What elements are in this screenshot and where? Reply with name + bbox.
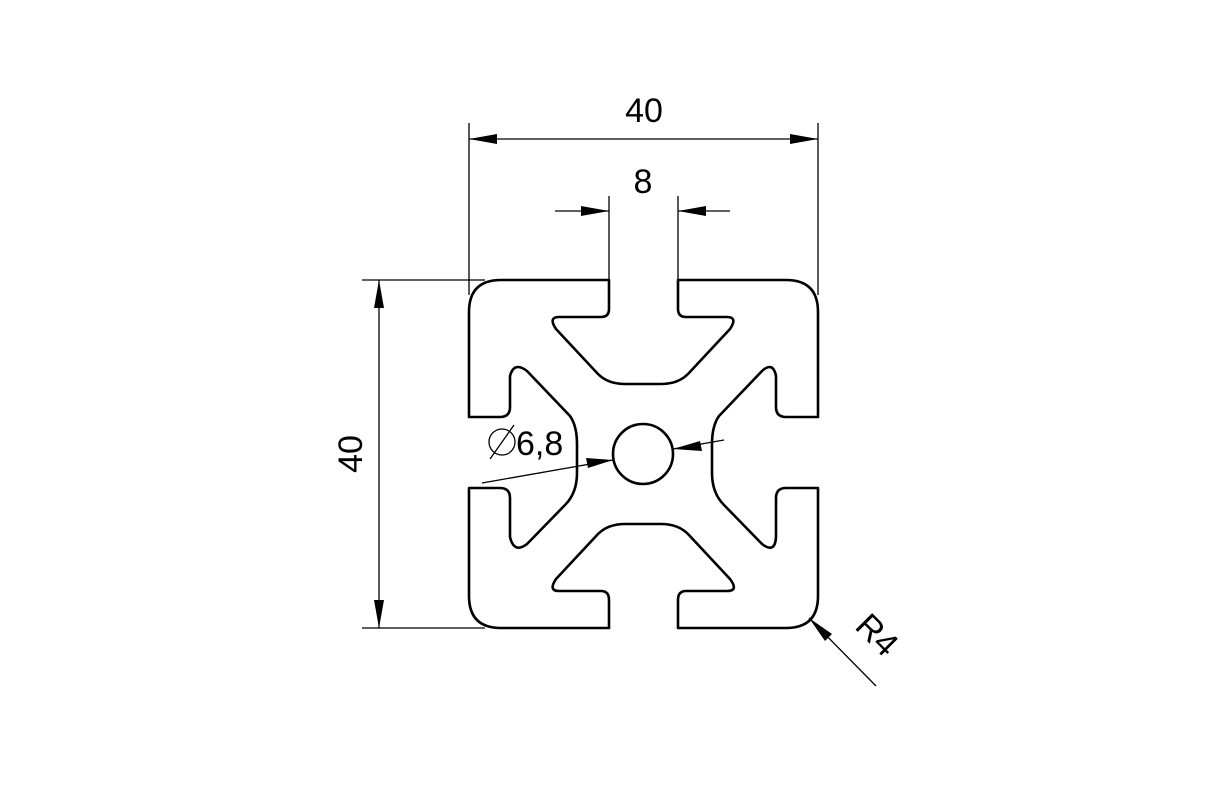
arrowhead-slot-right <box>678 206 706 216</box>
arrowhead-radius <box>809 618 832 641</box>
slot-dimension-label: 8 <box>634 163 653 201</box>
diameter-symbol-icon <box>488 424 516 460</box>
center-bore-circle <box>611 422 675 486</box>
dimension-bore-diameter: 6,8 <box>481 424 725 484</box>
dimension-slot-width: 8 <box>555 163 730 280</box>
width-dimension-label: 40 <box>625 92 663 130</box>
arrowhead-bore-left <box>586 458 613 468</box>
arrowhead-bore-right <box>673 441 702 451</box>
dimension-corner-radius: R4 <box>808 606 906 687</box>
aluminium-profile-outline <box>467 278 820 630</box>
radius-dimension-label: R4 <box>848 606 906 664</box>
arrowhead-slot-left <box>581 206 609 216</box>
arrowhead-top <box>374 280 384 308</box>
dimension-overall-width: 40 <box>468 92 819 295</box>
height-dimension-label: 40 <box>332 435 370 473</box>
arrowhead-right <box>790 134 818 144</box>
arrowhead-bottom <box>374 600 384 628</box>
profile-outer-contour <box>467 278 820 630</box>
arrowhead-left <box>469 134 497 144</box>
dimension-overall-height: 40 <box>332 279 485 629</box>
bore-dimension-label: 6,8 <box>516 425 563 463</box>
